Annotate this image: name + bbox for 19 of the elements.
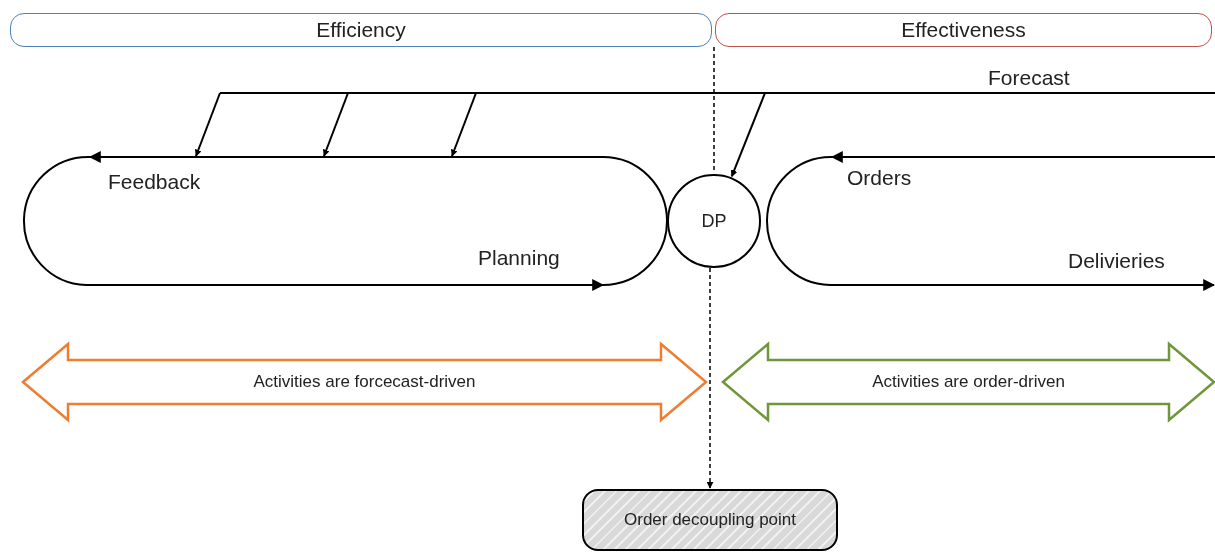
arrow <box>322 92 349 157</box>
arrow-label: Activities are order-driven <box>872 372 1065 392</box>
box-label: Order decoupling point <box>624 510 796 530</box>
forecast-label: Forecast <box>988 66 1070 90</box>
band-title: Effectiveness <box>901 18 1026 42</box>
arrow-label: Activities are forcecast-driven <box>253 372 476 392</box>
section-band <box>10 13 712 47</box>
arrow <box>730 92 766 178</box>
section-band <box>715 13 1212 47</box>
dashed-arrow <box>706 267 714 489</box>
arrow <box>194 92 221 157</box>
band-title: Efficiency <box>316 18 406 42</box>
loop-label: Delivieries <box>1068 249 1165 273</box>
decoupling-point-box <box>582 489 838 551</box>
loop-label: Planning <box>478 246 560 270</box>
arrow <box>450 92 477 157</box>
loop-label: Feedback <box>108 170 201 194</box>
loop-label: Orders <box>847 166 912 190</box>
circle-label: DP <box>701 210 727 232</box>
